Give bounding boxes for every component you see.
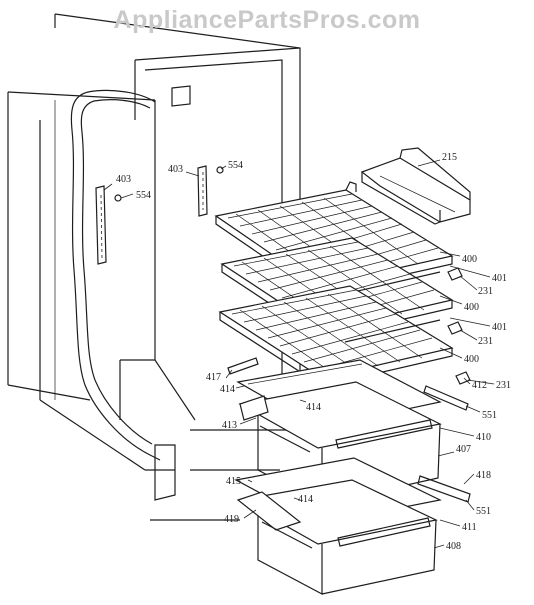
callout-414: 414	[306, 402, 321, 413]
crisper-pan-lower	[236, 479, 438, 595]
dairy-bin	[360, 147, 471, 225]
callout-408: 408	[446, 541, 461, 552]
callout-414: 414	[220, 384, 235, 395]
callout-400: 400	[464, 302, 479, 313]
callout-419: 419	[224, 514, 239, 525]
callout-403: 403	[168, 164, 183, 175]
callout-418: 418	[476, 470, 491, 481]
callout-403: 403	[116, 174, 131, 185]
leader-lines	[103, 159, 495, 549]
callout-414: 414	[298, 494, 313, 505]
callout-401: 401	[492, 273, 507, 284]
wire-shelf-bottom	[218, 285, 454, 388]
callout-551: 551	[476, 506, 491, 517]
callout-400: 400	[462, 254, 477, 265]
crisper-pan-upper	[238, 381, 442, 505]
callout-554: 554	[228, 160, 243, 171]
callout-415: 415	[226, 476, 241, 487]
callout-231: 231	[478, 336, 493, 347]
callout-410: 410	[476, 432, 491, 443]
callout-labels: 403 554 403 554 215 400 401 231 400 401 …	[116, 152, 511, 552]
callout-400: 400	[464, 354, 479, 365]
slide-rail-417	[227, 357, 259, 375]
callout-412: 412	[472, 380, 487, 391]
callout-231: 231	[496, 380, 511, 391]
callout-407: 407	[456, 444, 471, 455]
callout-401: 401	[492, 322, 507, 333]
callout-551: 551	[482, 410, 497, 421]
callout-215: 215	[442, 152, 457, 163]
callout-411: 411	[462, 522, 477, 533]
shelf-support-left	[95, 185, 122, 265]
watermark: AppliancePartsPros.com	[113, 6, 421, 34]
callout-417: 417	[206, 372, 221, 383]
callout-413: 413	[222, 420, 237, 431]
callout-231: 231	[478, 286, 493, 297]
door-gasket	[70, 89, 161, 461]
cabinet-liner	[7, 13, 301, 521]
shelf-support-right	[197, 165, 224, 217]
slide-rail-412	[423, 385, 469, 411]
callout-554: 554	[136, 190, 151, 201]
shelf-bracket-231	[447, 267, 471, 385]
